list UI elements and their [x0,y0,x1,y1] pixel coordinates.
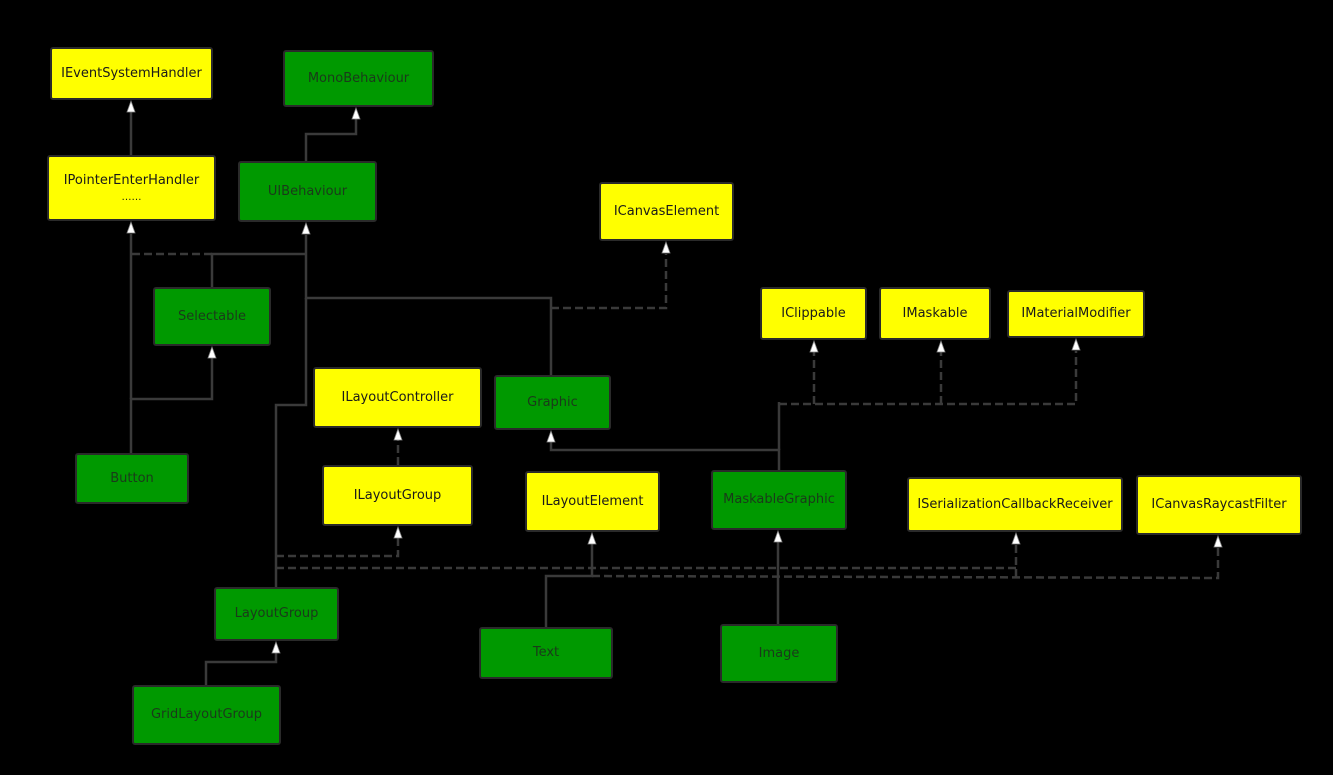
node-graphic: Graphic [494,375,611,430]
arrowhead-to-imaterialmodifier [1071,337,1081,351]
node-image: Image [720,624,838,683]
edge-selectable-uibehaviour [210,252,306,287]
node-note: …… [121,192,142,203]
node-ilayoutgroup: ILayoutGroup [322,465,473,526]
arrowhead-to-ieventsystemhandler [126,99,136,113]
arrowhead-to-selectable [207,345,217,359]
edge-image-interfaces [591,547,1220,580]
node-label: ICanvasElement [613,203,720,219]
node-icanvaselement: ICanvasElement [599,182,734,241]
edge-button-selectable [129,358,214,453]
node-monobehaviour: MonoBehaviour [283,50,434,107]
node-label: Text [532,645,560,660]
node-label: IEventSystemHandler [61,65,202,81]
node-iserializationcallbackreceiver: ISerializationCallbackReceiver [907,477,1123,532]
node-maskablegraphic: MaskableGraphic [711,470,847,530]
arrowhead-to-imaskable [936,339,946,353]
node-gridlayoutgroup: GridLayoutGroup [132,685,281,745]
arrowhead-to-maskablegraphic [773,529,783,543]
node-label: Button [110,470,154,486]
node-iclippable: IClippable [760,287,867,340]
node-selectable: Selectable [153,287,271,346]
node-label: MaskableGraphic [723,492,835,507]
arrowhead-to-layoutgroup [271,640,281,654]
node-label: IMaterialModifier [1021,306,1131,321]
node-label: IPointerEnterHandler [63,173,200,188]
node-ipointerenterhandler: IPointerEnterHandler …… [47,155,216,221]
edge-text-ilayoutelement [544,544,594,627]
node-ilayoutcontroller: ILayoutController [313,367,482,428]
edge-graphic-icanvaselement [551,254,668,310]
node-label: ILayoutController [341,389,454,405]
node-ilayoutelement: ILayoutElement [525,471,660,532]
arrowhead-to-ilayoutgroup [393,525,403,539]
node-label: UIBehaviour [267,183,348,199]
node-imaterialmodifier: IMaterialModifier [1007,290,1145,338]
node-label: IClippable [781,305,846,321]
node-label: Selectable [178,308,246,324]
node-label: ILayoutGroup [353,487,442,503]
node-button: Button [75,453,189,504]
edge-layoutgroup-ilayoutgroup [276,538,400,558]
node-ieventsystemhandler: IEventSystemHandler [50,47,213,100]
edge-maskablegraphic-graphic [549,442,781,470]
arrowhead-to-ipointerenterhandler [126,220,136,234]
edge-uibehaviour-monobehaviour [304,118,358,161]
node-uibehaviour: UIBehaviour [238,161,377,222]
arrowhead-to-monobehaviour [351,106,361,120]
node-label: ICanvasRaycastFilter [1151,497,1287,512]
node-text: Text [479,627,613,679]
node-label: ISerializationCallbackReceiver [917,496,1113,512]
arrowhead-to-icanvaselement [661,240,671,254]
arrowhead-to-uibehaviour [301,221,311,235]
arrowhead-to-iclippable [809,339,819,353]
edge-maskablegraphic-interfaces [779,351,1078,406]
edge-gridlayoutgroup-layoutgroup [204,653,278,685]
node-layoutgroup: LayoutGroup [214,587,339,641]
node-label: ILayoutElement [541,493,644,509]
edge-layoutgroup-uibehaviour [274,298,308,587]
arrowhead-to-iserializationcallbackreceiver [1011,531,1021,545]
arrowhead-to-graphic [546,429,556,443]
node-label: Graphic [527,394,578,410]
node-icanvasraycastfilter: ICanvasRaycastFilter [1136,475,1302,535]
node-imaskable: IMaskable [879,287,991,340]
node-label: Image [758,645,800,661]
node-label: GridLayoutGroup [150,707,263,722]
arrowhead-to-ilayoutcontroller [393,427,403,441]
node-label: IMaskable [902,305,968,321]
node-label: MonoBehaviour [307,70,410,86]
arrowhead-to-ilayoutelement [587,531,597,545]
edge-graphic-uibehaviour [304,254,553,375]
node-label: LayoutGroup [234,606,319,621]
arrowhead-to-icanvasraycastfilter [1213,534,1223,548]
